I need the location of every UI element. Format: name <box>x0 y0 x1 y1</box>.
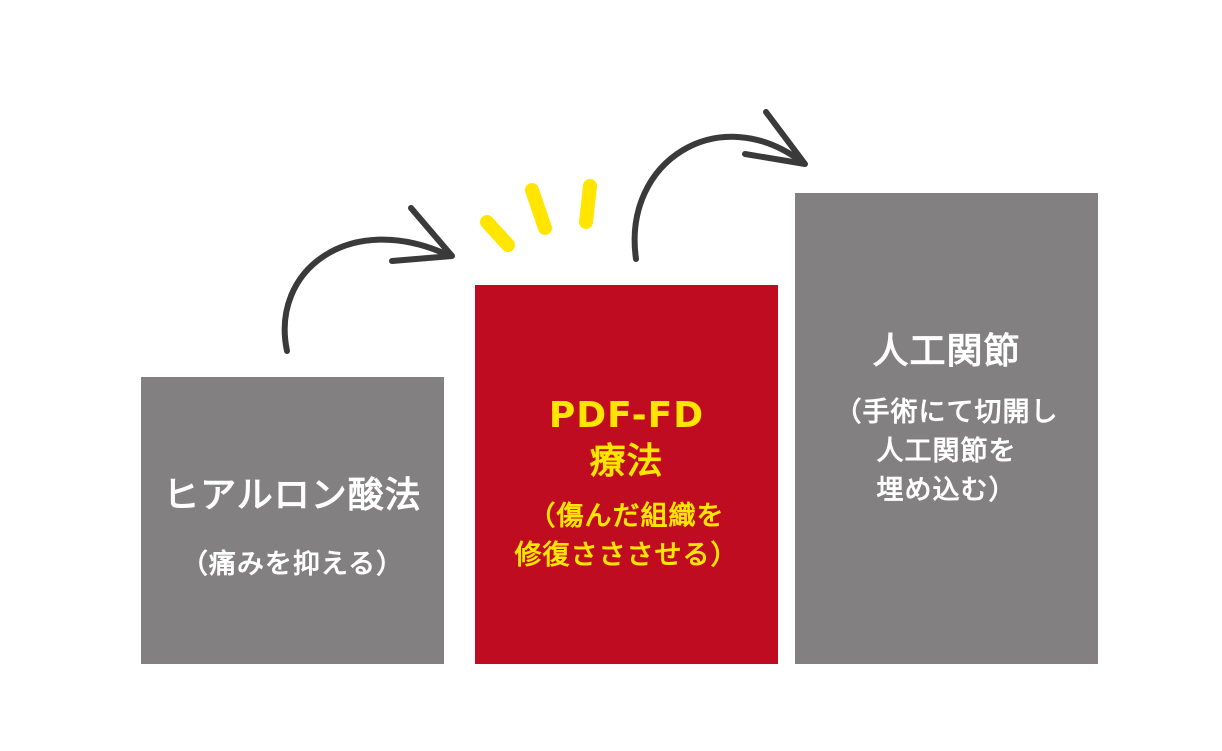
block-subtitle: （痛みを抑える） <box>180 549 405 580</box>
block-title-line-2: 療法 <box>589 441 664 482</box>
curved-arrow-icon <box>281 205 455 354</box>
block-title: ヒアルロン酸法 <box>163 475 422 516</box>
block-subtitle-line-2: 人工関節を <box>876 436 1017 467</box>
block-subtitle-line-1: （傷んだ組織を <box>528 501 725 532</box>
step-block-hyaluronic: ヒアルロン酸法 （痛みを抑える） <box>141 377 444 664</box>
step-block-pdf-fd: PDF-FD 療法 （傷んだ組織を 修復さささせる） <box>475 285 778 664</box>
block-title: 人工関節 <box>872 331 1021 372</box>
block-subtitle-line-1: （手術にて切開し <box>834 397 1059 428</box>
curved-arrow-icon <box>631 109 808 262</box>
step-block-artificial-joint: 人工関節 （手術にて切開し 人工関節を 埋め込む） <box>795 193 1098 664</box>
sparkle-icon <box>480 179 597 252</box>
block-title-line-1: PDF-FD <box>548 395 705 436</box>
block-subtitle-line-2: 修復さささせる） <box>514 540 739 571</box>
block-subtitle-line-3: 埋め込む） <box>876 475 1017 506</box>
